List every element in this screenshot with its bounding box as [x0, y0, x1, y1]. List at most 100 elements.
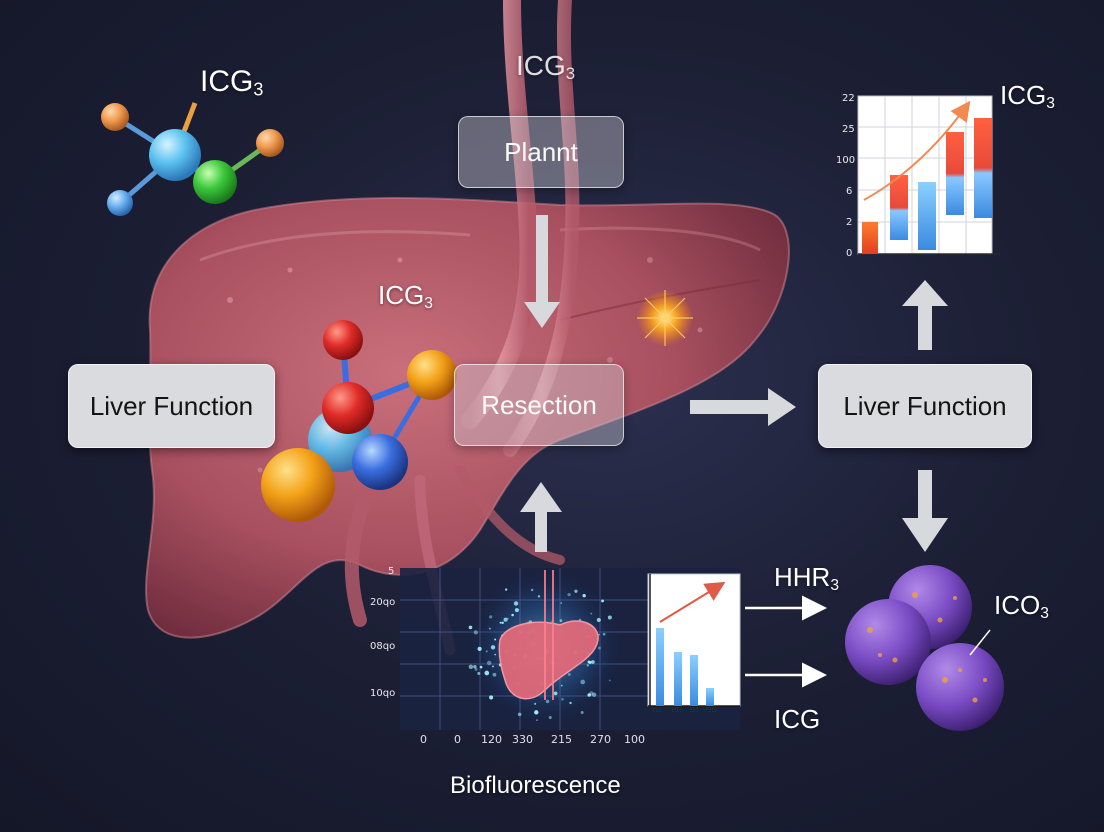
- side-bar-tick: tt0: [653, 707, 662, 714]
- bottom-chart-ytick: 5: [388, 566, 395, 577]
- particle: [534, 710, 539, 715]
- particle: [602, 632, 606, 636]
- bottom-chart-xtick: 270: [590, 733, 611, 746]
- particle: [536, 719, 538, 721]
- top-chart-ytick: 100: [836, 155, 856, 166]
- arrow-up-to-chart: [902, 280, 948, 350]
- particle: [567, 592, 571, 597]
- particle: [596, 617, 601, 623]
- particle: [489, 615, 493, 619]
- particle: [537, 595, 541, 598]
- particle: [514, 608, 519, 613]
- side-bars: [656, 628, 714, 706]
- molecule-label-top-left: ICG3: [200, 65, 264, 100]
- top-chart-ytick: 6: [846, 186, 853, 197]
- chart-label-icg: ICG3: [1000, 80, 1055, 112]
- particle: [485, 650, 488, 653]
- top-chart-ytick: 0: [846, 248, 853, 259]
- particle: [494, 653, 497, 656]
- top-chart-bars: [862, 118, 992, 254]
- particle: [601, 599, 604, 603]
- planet-box: Plannt: [458, 116, 624, 188]
- bottom-chart: [400, 568, 741, 730]
- particle: [560, 684, 563, 687]
- particle: [587, 660, 591, 664]
- particle: [580, 711, 584, 715]
- top-chart-bar: [918, 182, 936, 250]
- particle: [477, 646, 482, 651]
- particle: [477, 671, 481, 675]
- top-chart-bar: [862, 222, 878, 254]
- bottom-chart-xtick: 330: [512, 733, 533, 746]
- particle: [489, 695, 494, 700]
- particle: [473, 665, 477, 669]
- particle: [474, 667, 478, 671]
- resection-box: Resection: [454, 364, 624, 446]
- particle: [597, 646, 601, 650]
- top-chart-bar: [974, 118, 992, 218]
- bottom-chart-ytick: 08qo: [370, 641, 396, 652]
- top-chart-ytick: 22: [842, 93, 855, 104]
- top-chart: [857, 95, 1000, 255]
- flow-label-icg: ICG: [774, 704, 821, 734]
- particle: [492, 672, 497, 677]
- particle: [506, 617, 509, 620]
- particle: [501, 621, 504, 624]
- particle: [499, 621, 502, 624]
- particle: [580, 679, 586, 685]
- particle: [548, 715, 552, 720]
- particle: [560, 602, 563, 604]
- molecule-label-liver: ICG3: [378, 280, 433, 312]
- caption-biofluorescence: Biofluorescence: [450, 772, 621, 799]
- particle: [484, 670, 490, 676]
- molecule-center: [261, 320, 457, 522]
- particle: [494, 638, 497, 641]
- top-chart-ytick: 2: [846, 217, 853, 228]
- arrow-up-to-resection: [520, 482, 562, 552]
- particle: [582, 593, 586, 598]
- bottom-chart-ytick: 10qo: [370, 688, 396, 699]
- molecule-top-left: [101, 102, 284, 216]
- side-bar: [690, 655, 698, 706]
- particle: [598, 633, 600, 636]
- arrow-right-resection-to-liver: [690, 388, 796, 426]
- bottom-chart-xtick: 120: [481, 733, 502, 746]
- particle: [473, 630, 478, 635]
- bottom-chart-xtick: 215: [551, 733, 572, 746]
- particle: [513, 601, 519, 606]
- bottom-chart-ytick: 20qo: [370, 597, 396, 608]
- particle: [559, 619, 563, 622]
- molecule-label-top-center: ICG3: [516, 50, 576, 84]
- particle: [591, 692, 597, 697]
- particle: [486, 660, 492, 666]
- particle: [608, 679, 611, 682]
- sphere-label-ico: ICO3: [994, 590, 1049, 622]
- particle: [553, 691, 558, 696]
- bottom-chart-xtick: 0: [420, 733, 427, 746]
- liver-function-box-right: Liver Function: [818, 364, 1032, 448]
- particle: [534, 702, 537, 705]
- arrow-down-planet-to-resection: [524, 215, 560, 328]
- particle: [468, 664, 474, 670]
- particle: [492, 665, 494, 668]
- top-chart-bar: [890, 175, 908, 240]
- particle: [545, 699, 550, 704]
- mini-liver-icon: [498, 620, 599, 700]
- bottom-chart-xtick: 100: [624, 733, 645, 746]
- flow-label-hhr: HHR3: [774, 562, 840, 594]
- side-bar: [674, 652, 682, 706]
- particle: [569, 701, 572, 705]
- bottom-chart-xtick: 0: [454, 733, 461, 746]
- side-bar-tick: 33t5: [704, 707, 718, 714]
- top-chart-bar: [946, 132, 964, 215]
- side-bar: [656, 628, 664, 706]
- particle: [587, 693, 591, 697]
- particle: [504, 588, 508, 591]
- particle: [590, 612, 593, 615]
- cell-spheres: [845, 565, 1004, 731]
- side-bar-tick: 1t3: [689, 707, 699, 714]
- particle: [468, 625, 473, 630]
- particle: [503, 617, 508, 622]
- particle: [490, 645, 496, 650]
